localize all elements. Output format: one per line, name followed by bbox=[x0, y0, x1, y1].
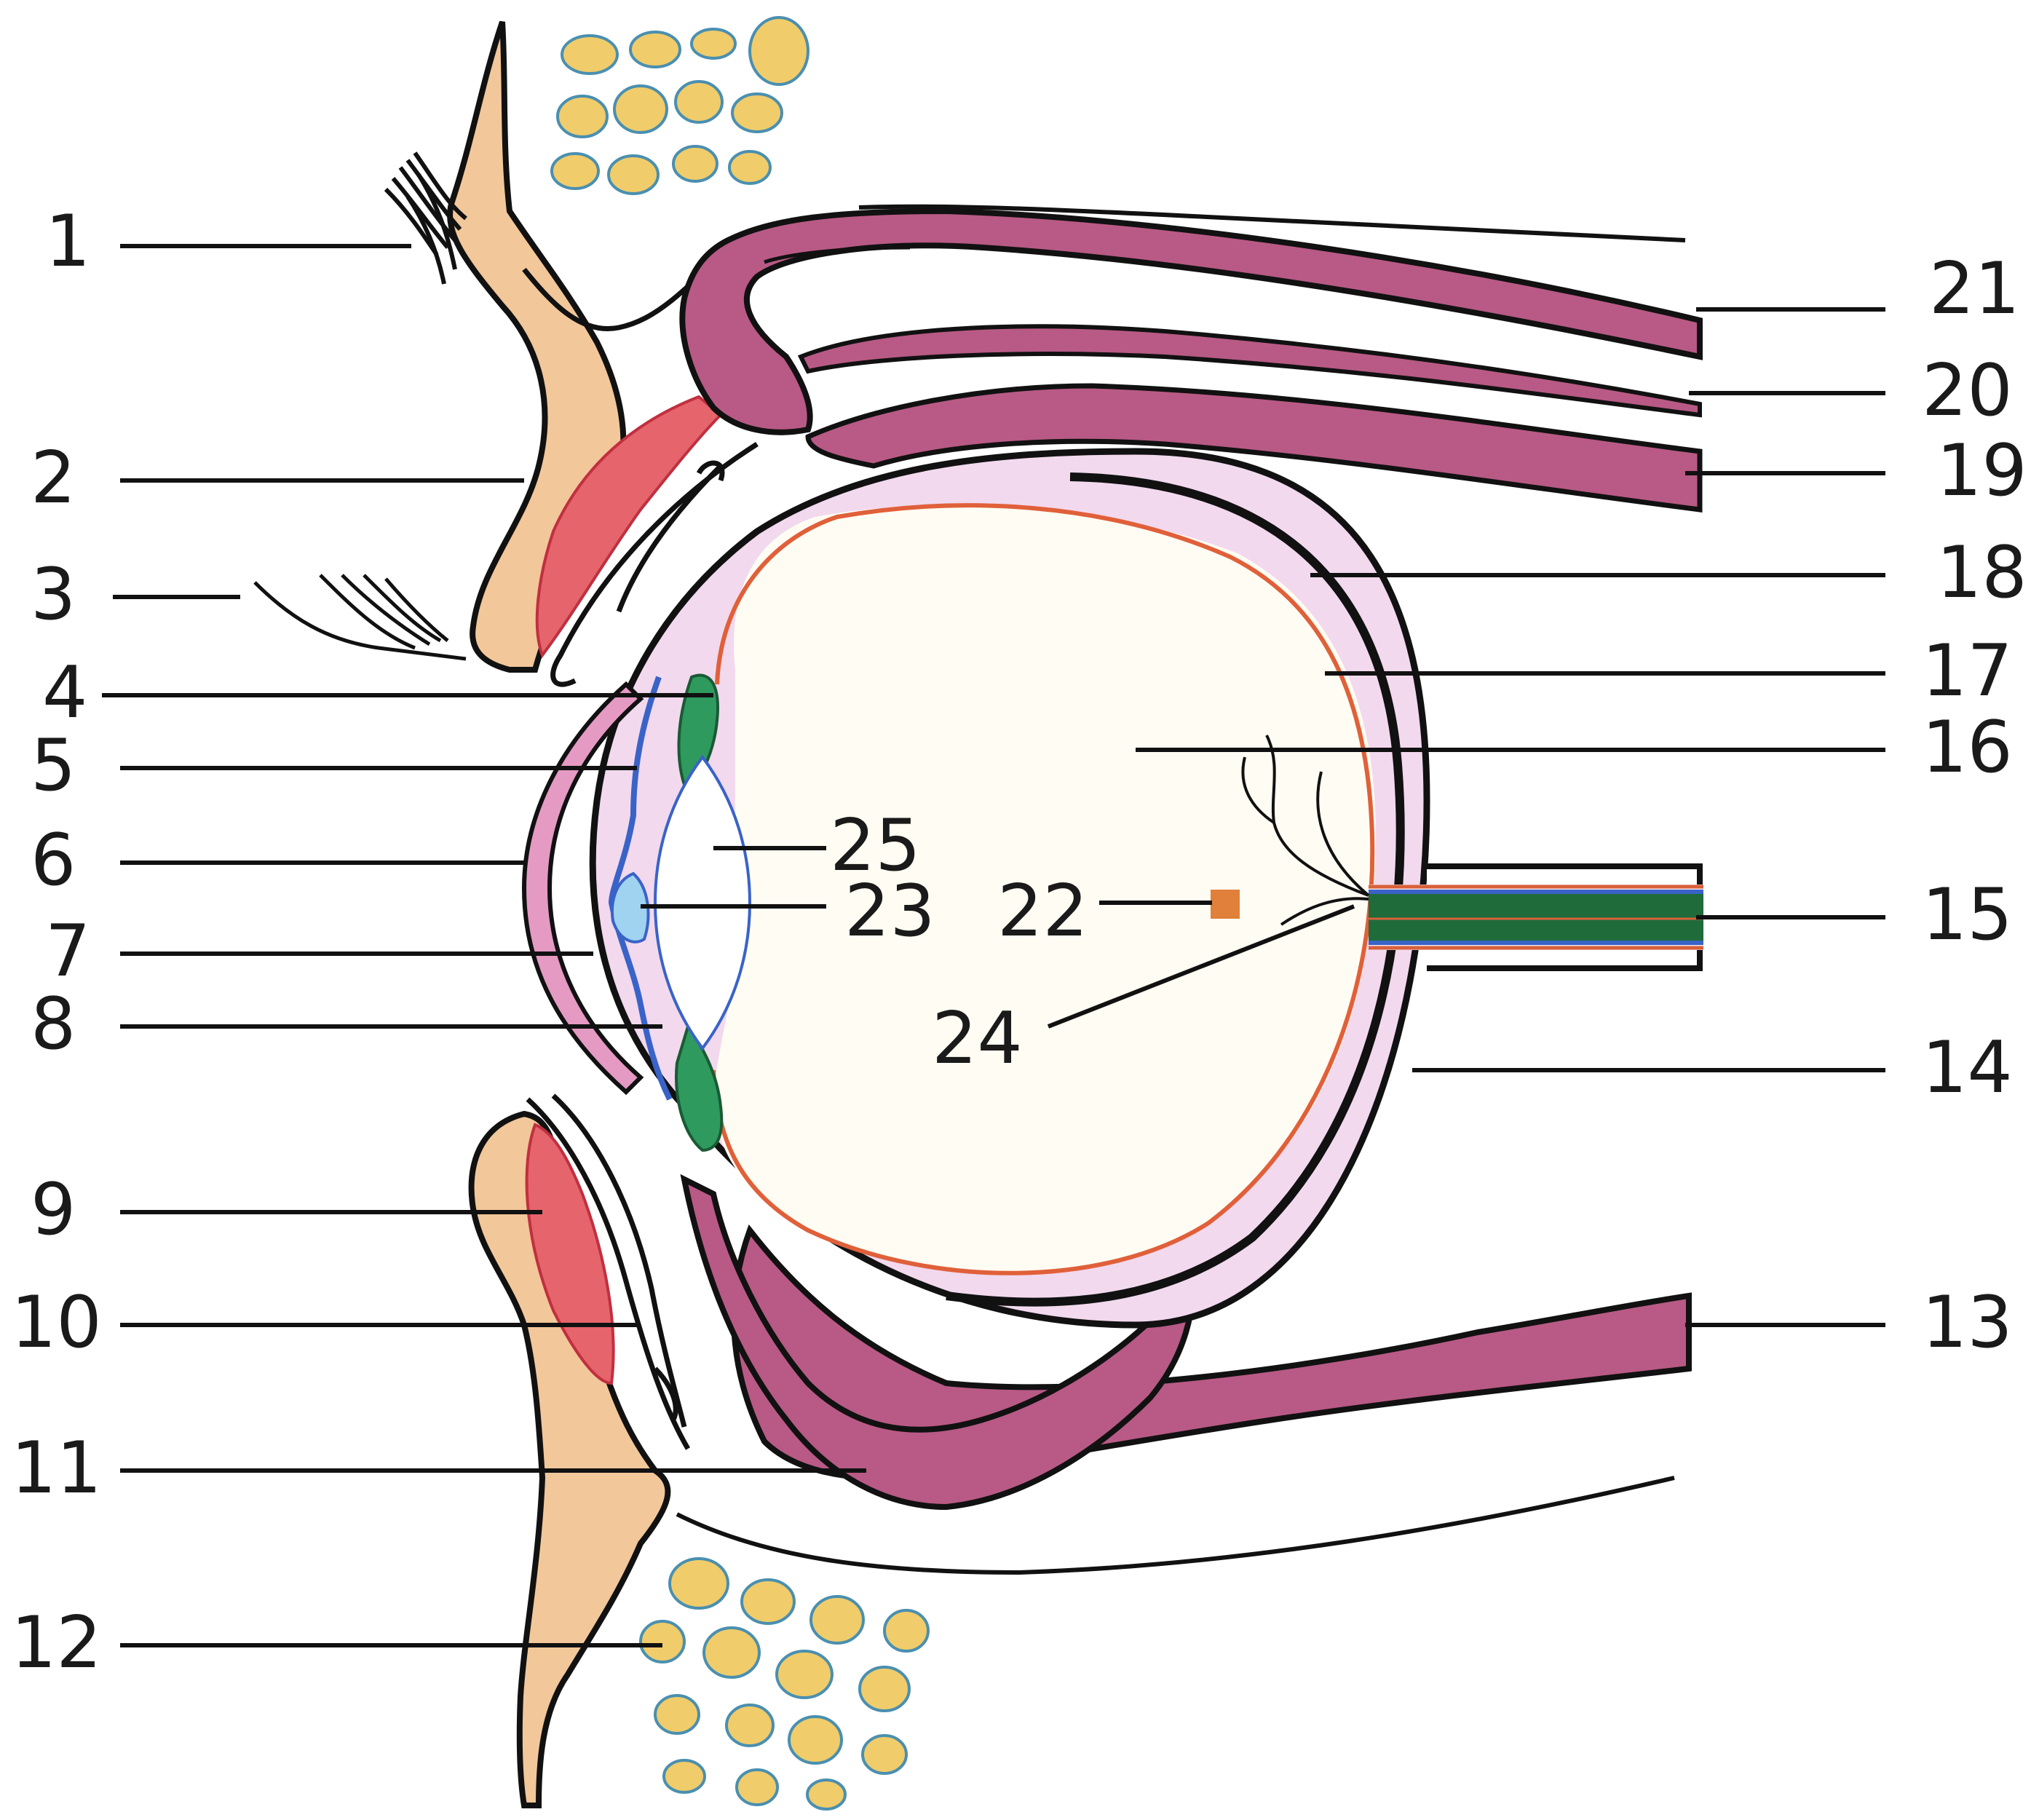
label-16: 16 bbox=[1922, 706, 2013, 789]
label-6: 6 bbox=[31, 819, 76, 902]
label-12: 12 bbox=[11, 1602, 102, 1685]
label-8: 8 bbox=[31, 983, 76, 1066]
label-11: 11 bbox=[11, 1427, 102, 1510]
label-9: 9 bbox=[31, 1168, 76, 1251]
label-19: 19 bbox=[1936, 430, 2027, 513]
fovea-marker bbox=[1211, 890, 1240, 919]
label-24: 24 bbox=[932, 997, 1023, 1080]
label-15: 15 bbox=[1922, 874, 2013, 957]
lower-orbit-outline bbox=[677, 1478, 1674, 1572]
label-2: 2 bbox=[31, 437, 76, 520]
label-25: 25 bbox=[830, 804, 921, 887]
label-21: 21 bbox=[1929, 248, 2020, 331]
upper-eyelashes bbox=[255, 575, 466, 659]
label-4: 4 bbox=[42, 652, 87, 735]
label-14: 14 bbox=[1922, 1026, 2013, 1109]
lower-orbital-fat bbox=[641, 1559, 928, 1809]
label-18: 18 bbox=[1936, 531, 2027, 614]
label-1: 1 bbox=[45, 200, 90, 283]
label-13: 13 bbox=[1922, 1281, 2013, 1364]
label-5: 5 bbox=[31, 724, 76, 807]
label-7: 7 bbox=[45, 910, 90, 993]
label-17: 17 bbox=[1922, 630, 2013, 713]
label-22: 22 bbox=[997, 870, 1088, 953]
label-20: 20 bbox=[1922, 349, 2013, 432]
label-10: 10 bbox=[11, 1281, 102, 1364]
upper-orbital-fat bbox=[552, 17, 808, 194]
label-3: 3 bbox=[31, 553, 76, 636]
